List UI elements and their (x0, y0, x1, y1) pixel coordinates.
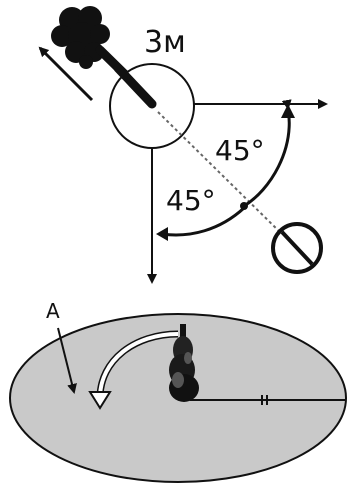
tree-icon (169, 324, 199, 402)
tree-trunk-inner (113, 63, 157, 109)
tree-crown-icon (51, 6, 110, 69)
lower-angle-arc (161, 206, 246, 237)
fall-direction-arrow (38, 46, 94, 102)
fall-arc-inner (98, 332, 179, 399)
top-diagram: 3м 45° 45° (38, 6, 328, 284)
bottom-diagram: A (9, 299, 347, 483)
distance-label: 3м (144, 25, 186, 60)
no-entry-icon (271, 222, 323, 274)
lower-angle-arc-arrow (156, 227, 168, 241)
angle-lower-label: 45° (166, 184, 216, 217)
fall-arc-arrowhead (88, 391, 112, 410)
upper-angle-arc-start-arrow (281, 104, 295, 118)
point-label: A (46, 299, 60, 323)
diagonal-dotted-line (157, 111, 287, 239)
upper-angle-arc (243, 99, 292, 208)
angle-upper-label: 45° (215, 134, 265, 167)
point-label-arrow (57, 327, 77, 394)
